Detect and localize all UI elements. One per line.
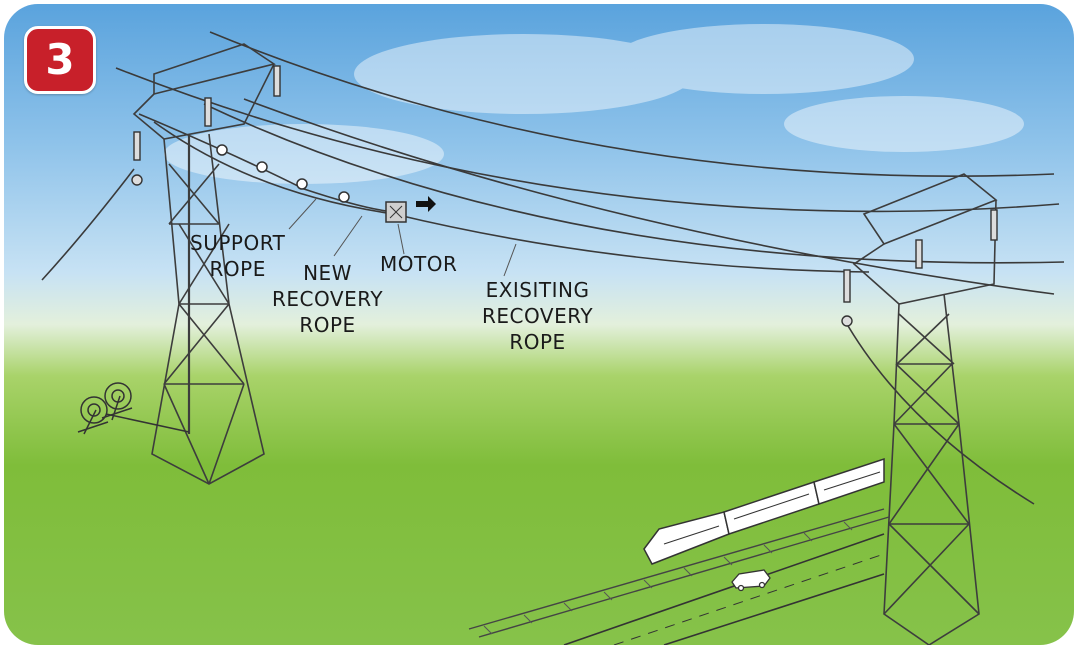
earth-wire bbox=[209, 31, 1055, 177]
top-wire bbox=[115, 67, 1060, 213]
new-recovery-rope-label: NEW RECOVERY ROPE bbox=[272, 261, 384, 337]
motor-unit bbox=[385, 201, 407, 223]
direction-arrow-icon bbox=[416, 196, 436, 212]
right-drop-wire bbox=[843, 318, 1035, 505]
left-drop-wire bbox=[41, 168, 135, 281]
left-pylon bbox=[132, 43, 276, 485]
left-insulators bbox=[131, 65, 281, 186]
cable-drums bbox=[77, 382, 190, 435]
motor-label: MOTOR bbox=[380, 252, 458, 276]
car bbox=[731, 569, 771, 592]
existing-recovery-rope-label: EXISITING RECOVERY ROPE bbox=[482, 278, 594, 354]
right-pylon bbox=[852, 173, 998, 645]
power-line-scene bbox=[41, 24, 1065, 645]
railway-track bbox=[468, 508, 890, 638]
illustration-frame: 3 SUPPORT ROPE NEW RECOVERY ROPE MOTOR E… bbox=[4, 4, 1074, 645]
label-leader-lines bbox=[288, 198, 517, 277]
rope-pulleys bbox=[216, 144, 350, 203]
train bbox=[643, 457, 885, 565]
road bbox=[563, 533, 885, 645]
right-insulators bbox=[841, 209, 998, 327]
clouds bbox=[164, 24, 1024, 184]
new-recovery-rope-line bbox=[153, 121, 395, 215]
existing-recovery-rope-line bbox=[393, 213, 870, 273]
support-rope-label: SUPPORT ROPE bbox=[190, 231, 286, 281]
far-wire bbox=[243, 98, 1055, 295]
step-number-badge: 3 bbox=[24, 26, 96, 94]
railway-sleepers bbox=[483, 521, 853, 635]
